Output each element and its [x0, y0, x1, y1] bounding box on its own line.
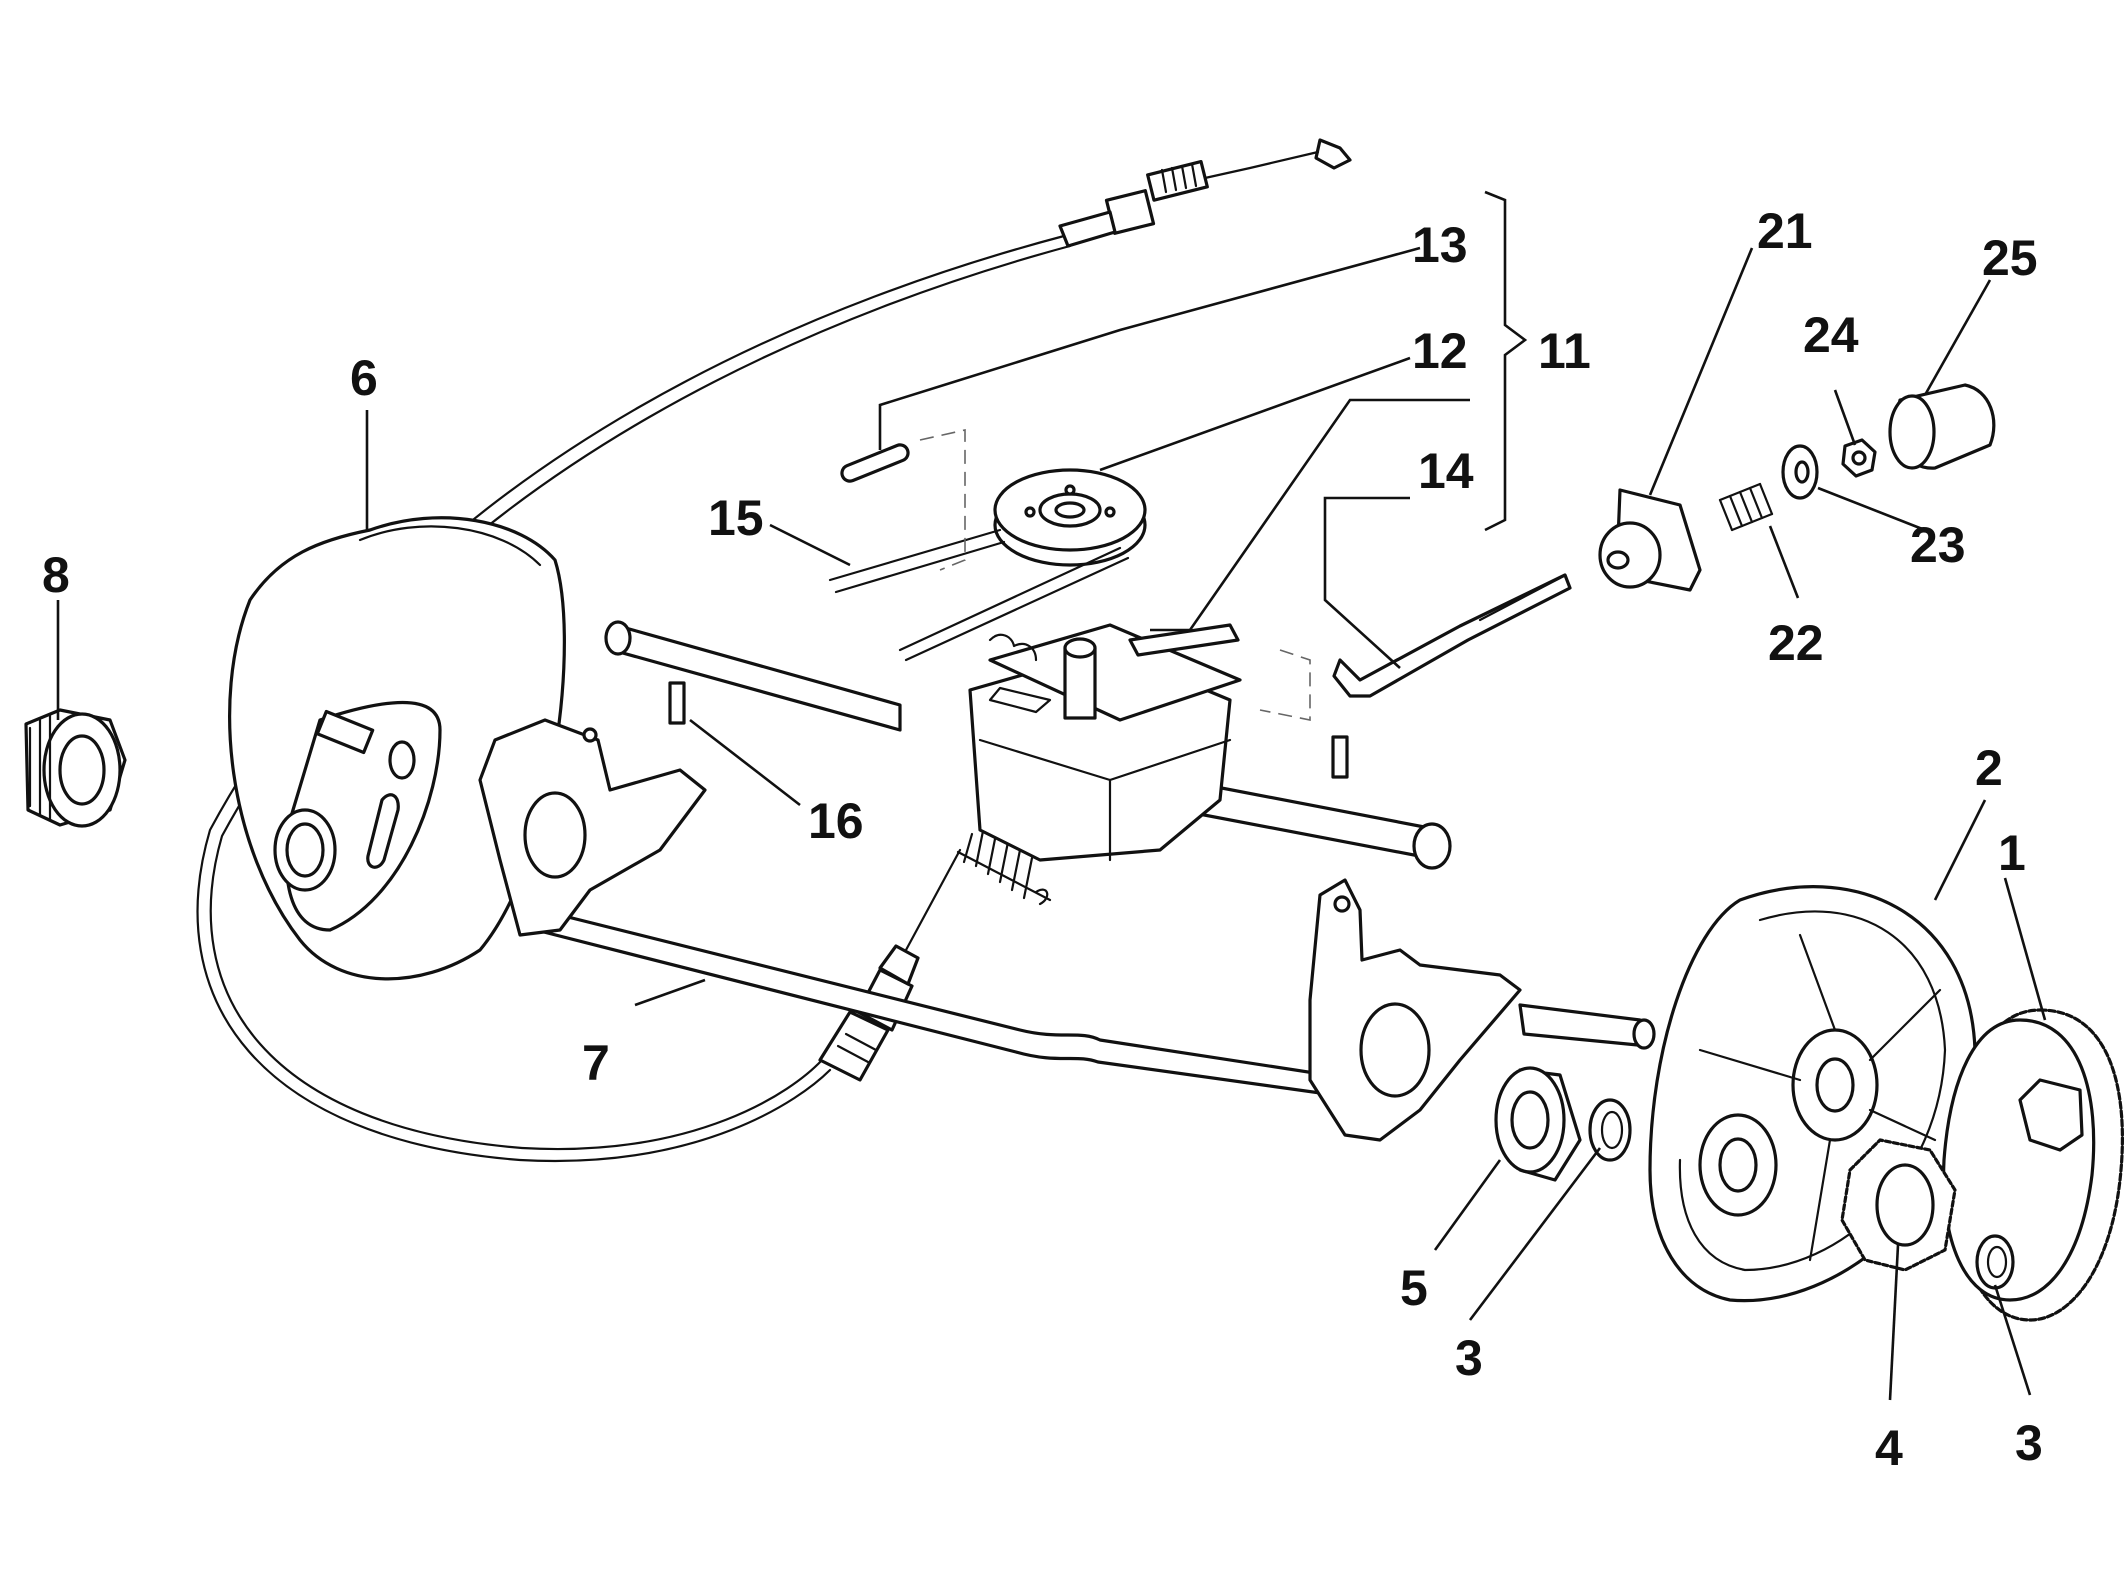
- callout-14: 14: [1418, 443, 1474, 499]
- callout-1: 1: [1998, 825, 2026, 881]
- part-4-pinion: [1840, 1138, 1957, 1272]
- part-14-rod: [1332, 573, 1572, 698]
- callout-24: 24: [1803, 307, 1859, 363]
- leader-lines: [56, 190, 2047, 1401]
- callout-5: 5: [1400, 1260, 1428, 1316]
- callout-15: 15: [708, 490, 764, 546]
- part-3-circlip-a: [1588, 1098, 1632, 1162]
- part-6-wheel-cover: [228, 516, 566, 981]
- part-7-axle-assembly: [478, 718, 1656, 1142]
- control-cable: [196, 138, 1352, 1163]
- callout-11: 11: [1538, 323, 1591, 379]
- part-21-knob-base: [1598, 488, 1702, 592]
- callout-7: 7: [582, 1035, 610, 1091]
- callout-21: 21: [1757, 203, 1813, 259]
- callout-12: 12: [1412, 323, 1468, 379]
- part-15-belt: [828, 528, 1130, 662]
- guide-lines: [919, 429, 1311, 721]
- part-13-pin: [840, 443, 910, 483]
- callout-23: 23: [1910, 517, 1966, 573]
- part-23-washer: [1781, 444, 1819, 500]
- part-12-pulley: [993, 468, 1147, 567]
- callout-22: 22: [1768, 615, 1824, 671]
- callout-3: 3: [1455, 1330, 1483, 1386]
- part-1-gear-ring: [1941, 1008, 2124, 1322]
- callout-13: 13: [1412, 217, 1468, 273]
- callout-4: 4: [1875, 1420, 1903, 1476]
- callout-2: 2: [1975, 740, 2003, 796]
- callout-3: 3: [2015, 1415, 2043, 1471]
- part-25-cap: [1888, 383, 1996, 470]
- part-3-circlip-b: [1975, 1234, 2015, 1290]
- part-16-pins: [668, 681, 1349, 779]
- callout-25: 25: [1982, 230, 2038, 286]
- part-8-pinion-adapter: [24, 708, 127, 828]
- callout-labels: 1 2 3 3 4 5 6 7 8 11 12 13 14 15 16 21 2…: [42, 203, 2043, 1476]
- part-5-bearing: [1494, 1066, 1582, 1182]
- callout-6: 6: [350, 350, 378, 406]
- gearbox-assembly: [604, 620, 1452, 870]
- part-24-nut: [1841, 438, 1877, 478]
- callout-8: 8: [42, 547, 70, 603]
- callout-16: 16: [808, 793, 864, 849]
- part-22-spring: [1718, 482, 1774, 532]
- cable-spring: [956, 824, 1052, 906]
